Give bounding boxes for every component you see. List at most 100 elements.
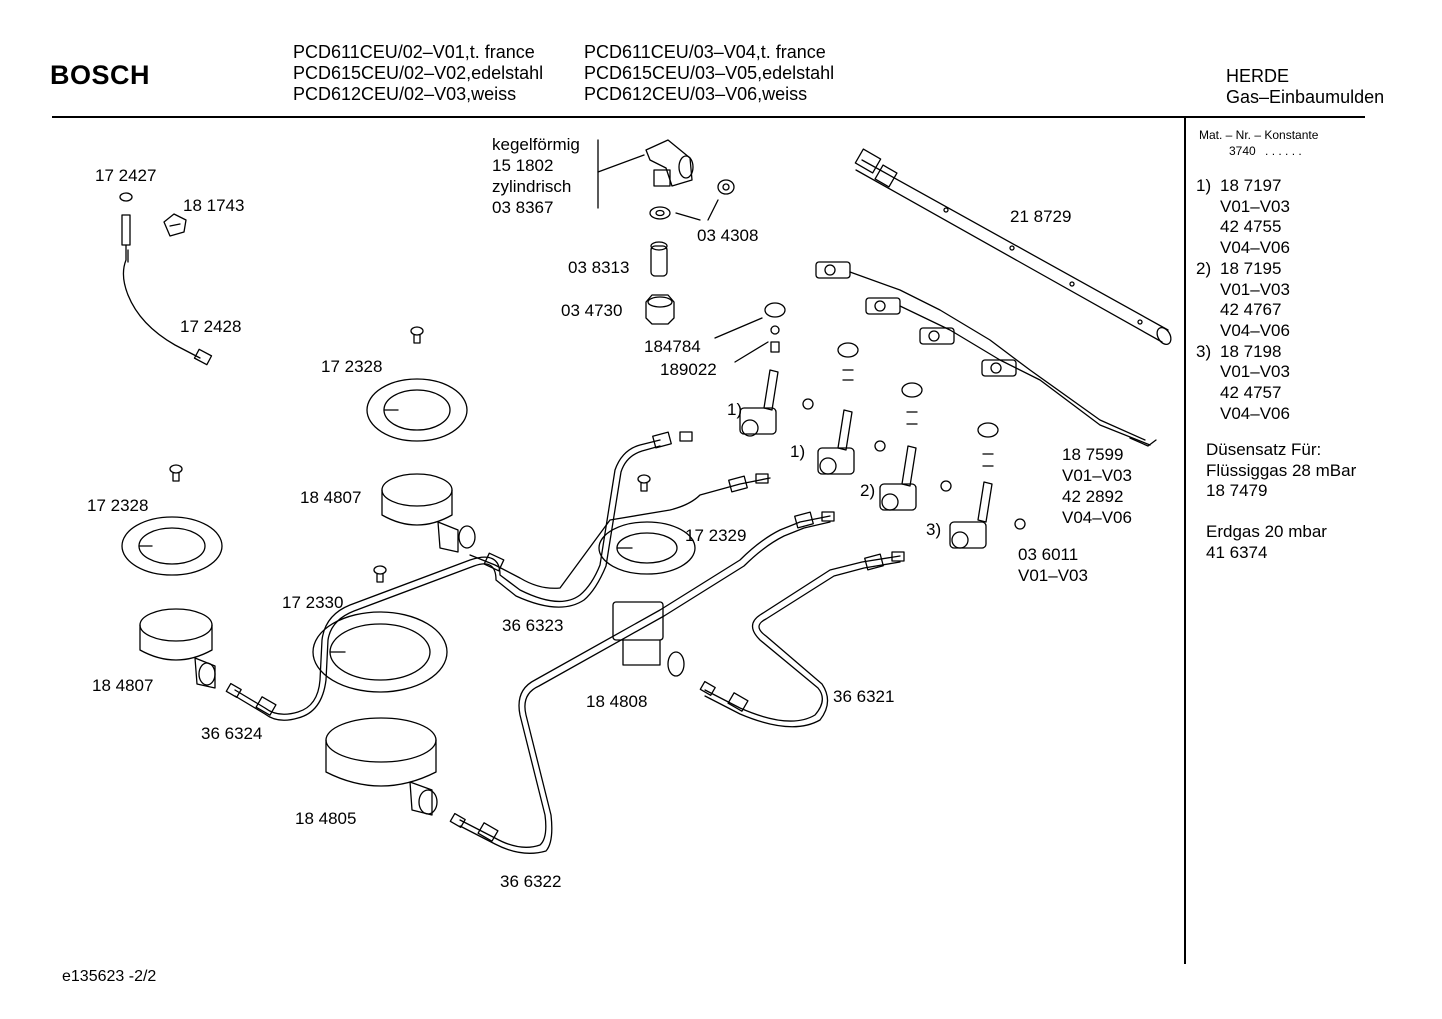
entry-line: 42 4767	[1220, 300, 1282, 320]
entry-line: V01–V03	[1220, 362, 1290, 382]
subcategory-title: Gas–Einbaumulden	[1226, 87, 1385, 107]
constant-dots: . . . . . .	[1265, 144, 1302, 158]
constant-row: 3740 . . . . . .	[1199, 143, 1318, 159]
part-label-line: 42 2892	[1062, 487, 1124, 506]
part-label: 03 8313	[568, 258, 630, 277]
entry-line: V04–V06	[1220, 403, 1290, 423]
burner-housing	[613, 602, 684, 676]
leader-line	[598, 155, 644, 172]
entry-number: 3)	[1196, 341, 1212, 361]
entry-line: 18 7198	[1220, 341, 1282, 361]
part-label: 03 4730	[561, 301, 623, 320]
entry-line: V04–V06	[1220, 320, 1290, 340]
tap-reference: 2)	[860, 481, 876, 500]
part-label-line: 03 6011	[1018, 545, 1079, 564]
washer-icon	[650, 207, 670, 219]
part-label: 18 4807	[300, 488, 362, 507]
part-label: 18 4807	[92, 676, 154, 695]
screw-icon	[638, 475, 650, 491]
model-line: PCD615CEU/03–V05,edelstahl	[584, 63, 835, 83]
gas-tap	[880, 383, 951, 510]
wire-terminal	[1130, 438, 1156, 446]
model-line: PCD615CEU/02–V02,edelstahl	[293, 63, 544, 83]
part-label: 36 6324	[201, 724, 263, 743]
tap-reference: 3)	[926, 520, 942, 539]
knob-washer	[765, 303, 785, 352]
nozzle-set-line: 18 7479	[1206, 481, 1268, 500]
part-label: 17 2428	[180, 317, 242, 336]
screw-icon	[374, 566, 386, 582]
part-label: 189022	[660, 360, 717, 379]
pipe-fitting	[795, 512, 834, 528]
thermocouple-part	[120, 193, 212, 365]
nozzle-set-line: Flüssiggas 28 mBar	[1206, 460, 1357, 480]
nozzle-part	[651, 242, 667, 276]
natural-gas-line: 41 6374	[1206, 542, 1268, 562]
ignition-switch	[982, 360, 1016, 376]
burner-housing	[140, 609, 215, 688]
part-label: 17 2328	[321, 357, 383, 376]
list-item: 3) 18 7198 V01–V03 42 4757 V04–V06	[1196, 342, 1290, 425]
header-divider	[52, 116, 1365, 118]
clip-part	[164, 214, 186, 236]
part-label: 184784	[644, 337, 701, 356]
pipe-fitting	[653, 432, 692, 448]
entry-line: 18 7197	[1220, 176, 1282, 195]
constant-value: 3740	[1229, 144, 1256, 158]
model-line: PCD611CEU/02–V01,t. france	[293, 42, 535, 62]
nozzle-set-block: Düsensatz Für: Flüssiggas 28 mBar 18 747…	[1206, 440, 1356, 502]
part-label: 17 2427	[95, 166, 157, 185]
elbow-fitting	[646, 140, 693, 186]
part-label: 18 4805	[295, 809, 357, 828]
sidebar-heading: Mat. – Nr. – Konstante 3740 . . . . . .	[1199, 127, 1318, 159]
entry-line: 42 4757	[1220, 383, 1282, 403]
gas-tap	[950, 423, 1025, 548]
part-label: 17 2330	[282, 593, 344, 612]
part-label: 03 4308	[697, 226, 759, 245]
entry-number: 2)	[1196, 258, 1212, 278]
entry-line: 42 4755	[1220, 217, 1282, 237]
pipe-fitting	[700, 682, 748, 712]
entry-line: V04–V06	[1220, 238, 1290, 258]
part-label: 17 2328	[87, 496, 149, 515]
pipe-fitting	[729, 474, 768, 492]
leader-line	[676, 200, 718, 220]
burner-housing	[326, 718, 437, 815]
exploded-parts-drawing	[0, 0, 1180, 960]
category-title: HERDE	[1226, 66, 1290, 86]
part-label-line: V04–V06	[1062, 508, 1132, 527]
nozzle-type-block: kegelförmig 15 1802 zylindrisch 03 8367	[492, 134, 580, 218]
entry-number: 1)	[1196, 176, 1212, 195]
part-label: 36 6323	[502, 616, 564, 635]
gas-pipe	[705, 556, 900, 727]
pipe-fitting	[865, 552, 904, 570]
nozzle-type-line: zylindrisch	[492, 177, 572, 196]
part-label-line: 18 7599	[1062, 445, 1124, 464]
nozzle-type-line: 15 1802	[492, 156, 554, 175]
screw-icon	[411, 327, 423, 343]
entry-line: V01–V03	[1220, 196, 1290, 216]
part-label: 17 2329	[685, 526, 747, 545]
gas-pipe	[470, 478, 770, 588]
part-label-block: 18 7599 V01–V03 42 2892 V04–V06	[1062, 444, 1132, 528]
part-label: 18 1743	[183, 196, 245, 215]
model-line: PCD612CEU/02–V03,weiss	[293, 84, 517, 104]
heat-shield-ring	[599, 522, 695, 574]
nozzle-type-line: kegelförmig	[492, 135, 580, 154]
gas-pipe	[460, 516, 830, 853]
model-list-left: PCD611CEU/02–V01,t. france PCD615CEU/02–…	[293, 42, 543, 105]
mat-nr-label: Mat. – Nr. – Konstante	[1199, 128, 1319, 142]
tap-variant-list: 1) 18 7197 V01–V03 42 4755 V04–V06 2) 18 7…	[1196, 176, 1290, 424]
part-label-line: V01–V03	[1062, 466, 1132, 485]
tap-reference: 1)	[790, 442, 806, 461]
sidebar-divider	[1184, 118, 1186, 964]
nut-icon	[646, 295, 674, 324]
natural-gas-block: Erdgas 20 mbar 41 6374	[1206, 522, 1327, 563]
ignition-switch	[816, 262, 850, 278]
brand-logo: BOSCH	[50, 60, 151, 90]
heat-shield-ring	[313, 612, 447, 692]
nozzle-type-line: 03 8367	[492, 198, 554, 217]
list-item: 1) 18 7197 V01–V03 42 4755 V04–V06	[1196, 176, 1290, 259]
entry-line: 18 7195	[1220, 258, 1282, 278]
part-label: 18 4808	[586, 692, 648, 711]
